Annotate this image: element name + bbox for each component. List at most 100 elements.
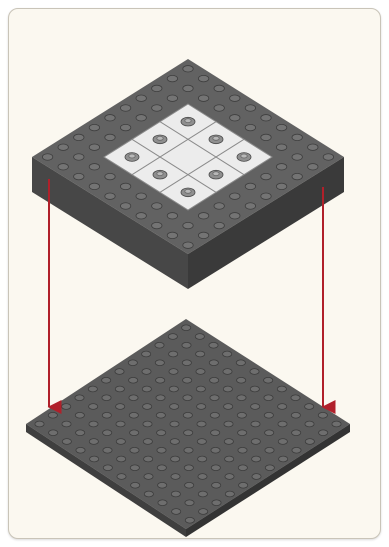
baseplate-stud xyxy=(130,430,139,436)
baseplate-stud xyxy=(129,377,138,383)
tile-stud-top xyxy=(213,172,219,176)
baseplate-stud xyxy=(198,491,207,497)
frame-stud xyxy=(42,154,52,160)
frame-stud xyxy=(105,173,115,179)
tile-stud-top xyxy=(157,136,163,140)
baseplate-stud xyxy=(130,465,139,471)
baseplate-stud xyxy=(210,412,219,418)
baseplate-stud xyxy=(184,465,193,471)
baseplate-stud xyxy=(169,369,178,375)
baseplate-stud xyxy=(144,491,153,497)
baseplate-stud xyxy=(251,404,260,410)
baseplate-stud xyxy=(305,439,314,445)
baseplate-stud xyxy=(264,395,273,401)
baseplate-stud xyxy=(225,474,234,480)
frame-stud xyxy=(74,173,84,179)
frame-stud xyxy=(136,95,146,101)
baseplate-stud xyxy=(103,447,112,453)
frame-stud xyxy=(261,115,271,121)
baseplate-stud xyxy=(115,386,124,392)
frame-stud xyxy=(183,222,193,228)
baseplate-stud xyxy=(48,412,57,418)
baseplate-stud xyxy=(223,351,232,357)
baseplate-stud xyxy=(156,377,165,383)
frame-stud xyxy=(230,193,240,199)
tile-stud-top xyxy=(185,189,191,193)
baseplate-stud xyxy=(89,439,98,445)
baseplate-stud xyxy=(209,360,218,366)
baseplate-stud xyxy=(116,404,125,410)
baseplate-stud xyxy=(196,369,205,375)
frame-stud xyxy=(152,85,162,91)
frame-stud xyxy=(120,203,130,209)
baseplate-stud xyxy=(224,404,233,410)
frame-stud xyxy=(167,232,177,238)
baseplate-stud xyxy=(252,474,261,480)
baseplate-stud xyxy=(170,421,179,427)
frame-stud xyxy=(183,242,193,248)
baseplate-stud xyxy=(237,377,246,383)
baseplate-stud xyxy=(157,447,166,453)
frame-stud xyxy=(245,183,255,189)
baseplate-stud xyxy=(129,395,138,401)
frame-stud xyxy=(183,66,193,72)
baseplate-stud xyxy=(168,334,177,340)
frame-stud xyxy=(214,203,224,209)
frame-stud xyxy=(105,115,115,121)
frame-stud xyxy=(183,85,193,91)
baseplate-stud xyxy=(250,369,259,375)
baseplate-stud xyxy=(211,447,220,453)
baseplate-stud xyxy=(265,465,274,471)
baseplate-stud xyxy=(184,447,193,453)
baseplate-stud xyxy=(142,369,151,375)
frame-stud xyxy=(89,124,99,130)
baseplate-stud xyxy=(237,395,246,401)
frame-stud xyxy=(198,95,208,101)
baseplate-stud xyxy=(278,404,287,410)
frame-stud xyxy=(58,164,68,170)
frame-stud xyxy=(214,85,224,91)
baseplate-stud xyxy=(185,500,194,506)
baseplate-stud xyxy=(199,509,208,515)
frame-stud xyxy=(89,164,99,170)
baseplate-stud xyxy=(209,342,218,348)
baseplate-stud xyxy=(102,412,111,418)
baseplate-stud xyxy=(75,412,84,418)
baseplate-stud xyxy=(305,404,314,410)
baseplate-stud xyxy=(183,395,192,401)
baseplate-stud xyxy=(103,465,112,471)
frame-stud xyxy=(230,213,240,219)
baseplate-stud xyxy=(278,421,287,427)
brick-frame xyxy=(32,59,344,289)
baseplate-stud xyxy=(131,482,140,488)
baseplate-stud xyxy=(171,456,180,462)
frame-stud xyxy=(276,144,286,150)
baseplate-stud xyxy=(156,412,165,418)
frame-stud xyxy=(276,164,286,170)
frame-stud xyxy=(136,115,146,121)
baseplate-stud xyxy=(225,491,234,497)
baseplate-stud xyxy=(156,395,165,401)
frame-stud xyxy=(136,213,146,219)
baseplate-stud xyxy=(158,482,167,488)
baseplate-stud xyxy=(225,456,234,462)
baseplate-stud xyxy=(236,360,245,366)
baseplate-stud xyxy=(238,465,247,471)
baseplate-stud xyxy=(264,412,273,418)
baseplate-stud xyxy=(183,377,192,383)
frame-stud xyxy=(105,134,115,140)
baseplate-stud xyxy=(90,456,99,462)
baseplate-stud xyxy=(212,482,221,488)
frame-stud xyxy=(152,222,162,228)
baseplate-stud xyxy=(155,342,164,348)
baseplate-stud xyxy=(172,509,181,515)
baseplate-stud xyxy=(250,386,259,392)
frame-stud xyxy=(198,232,208,238)
baseplate-stud xyxy=(143,439,152,445)
baseplate-stud xyxy=(264,377,273,383)
baseplate-stud xyxy=(319,430,328,436)
frame-stud xyxy=(152,105,162,111)
frame-stud xyxy=(323,154,333,160)
frame-stud xyxy=(120,183,130,189)
baseplate-stud xyxy=(102,395,111,401)
